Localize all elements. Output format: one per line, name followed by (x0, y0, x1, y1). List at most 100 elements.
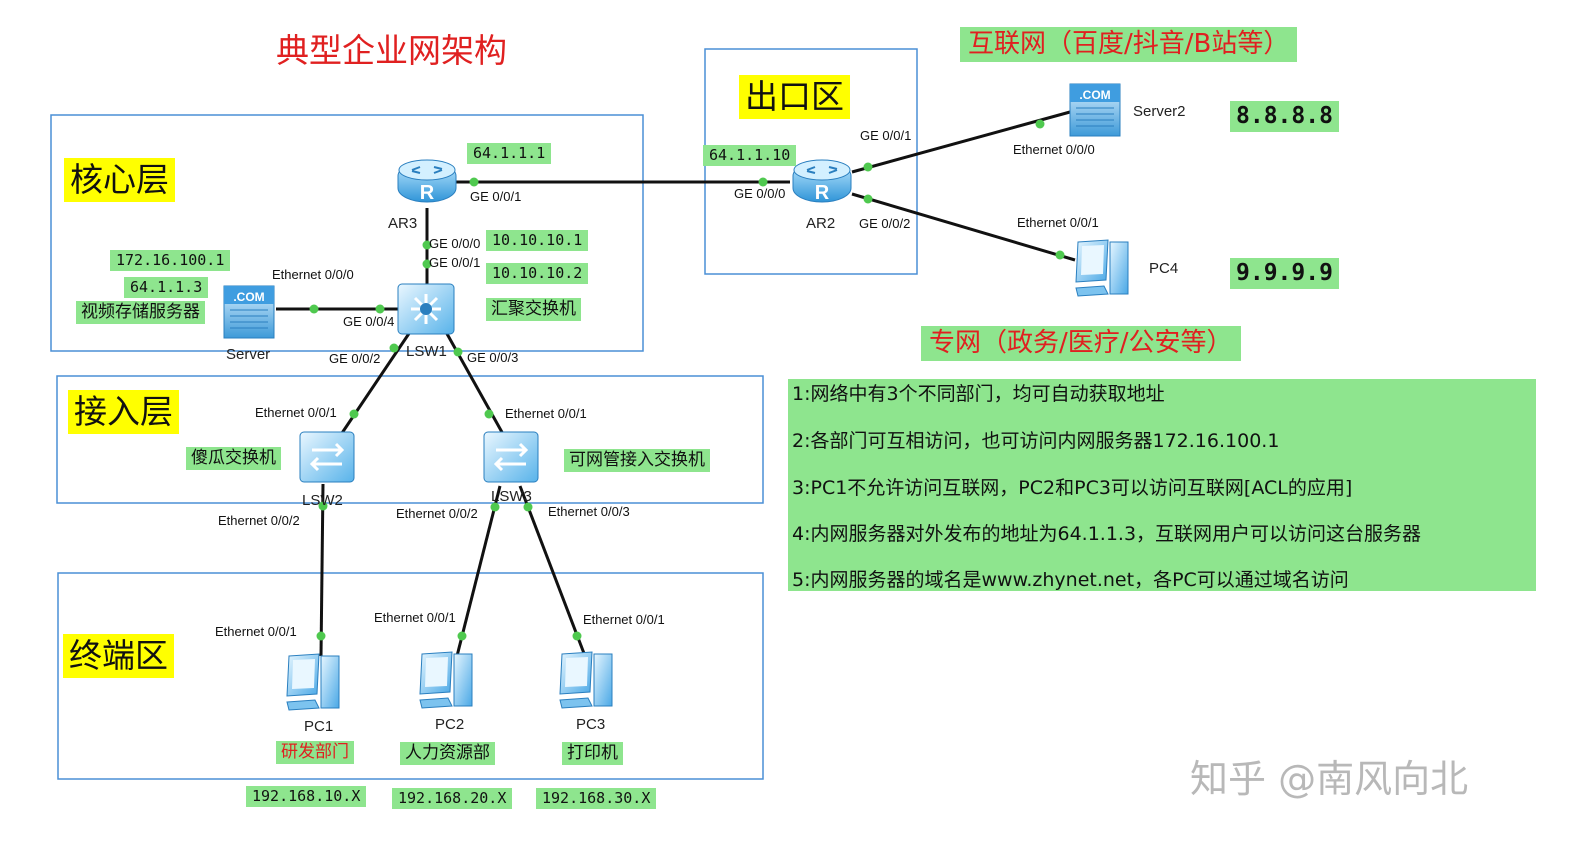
svg-text:R: R (420, 182, 435, 204)
layer-label-core: 核心层 (64, 158, 175, 203)
port-label: Ethernet 0/0/1 (374, 610, 456, 625)
port-dot (863, 194, 873, 204)
device-role-tag: 汇聚交换机 (486, 298, 581, 321)
dept-tag: 人力资源部 (400, 742, 495, 765)
terminal-zone-box (57, 572, 764, 780)
port-label: GE 0/0/0 (734, 186, 785, 201)
port-label: GE 0/0/0 (429, 236, 480, 251)
link-lsw3-pc2 (455, 485, 502, 657)
layer-label-terminal: 终端区 (63, 634, 174, 679)
port-dot (453, 347, 463, 357)
ip-tag: 64.1.1.10 (703, 145, 797, 166)
pc-icon[interactable] (419, 651, 473, 709)
access-switch-icon[interactable] (299, 431, 355, 483)
port-label: Ethernet 0/0/1 (255, 405, 337, 420)
server-icon[interactable]: .COM (223, 285, 275, 339)
port-label: GE 0/0/2 (859, 216, 910, 231)
port-dot (422, 259, 432, 269)
ip-tag: 64.1.1.3 (124, 277, 209, 298)
core-switch-icon[interactable] (397, 283, 455, 335)
port-dot (1055, 250, 1065, 260)
port-label: Ethernet 0/0/1 (1017, 215, 1099, 230)
port-label: Ethernet 0/0/1 (505, 406, 587, 421)
port-dot (349, 409, 359, 419)
port-label: Ethernet 0/0/2 (218, 513, 300, 528)
ip-tag: 10.10.10.2 (486, 263, 589, 284)
ip-tag: 9.9.9.9 (1230, 258, 1339, 289)
diagram-title: 典型企业网架构 (276, 31, 507, 70)
port-label: GE 0/0/1 (470, 189, 521, 204)
port-dot (484, 409, 494, 419)
pc-icon[interactable] (559, 651, 613, 709)
watermark: 知乎 @南风向北 (1190, 757, 1469, 801)
port-label: Ethernet 0/0/1 (583, 612, 665, 627)
port-dot (572, 631, 582, 641)
device-label-lsw2: LSW2 (302, 492, 343, 509)
device-label-lsw1: LSW1 (406, 343, 447, 360)
device-label-lsw3: LSW3 (491, 488, 532, 505)
port-label: Ethernet 0/0/1 (215, 624, 297, 639)
requirement-item: 2:各部门可互相访问，也可访问内网服务器172.16.100.1 (792, 430, 1280, 452)
port-dot (457, 631, 467, 641)
requirements-panel: 1:网络中有3个不同部门，均可自动获取地址 2:各部门可互相访问，也可访问内网服… (788, 379, 1536, 591)
requirement-item: 3:PC1不允许访问互联网，PC2和PC3可以访问互联网[ACL的应用] (792, 477, 1353, 499)
link-lsw1-lsw3 (444, 331, 505, 435)
port-label: GE 0/0/1 (860, 128, 911, 143)
device-role-tag: 视频存储服务器 (76, 301, 205, 324)
port-label: Ethernet 0/0/0 (272, 267, 354, 282)
link-lsw1-lsw2 (338, 331, 412, 437)
ip-tag: 64.1.1.1 (467, 143, 552, 164)
svg-text:R: R (815, 182, 830, 204)
link-lsw2-pc1 (319, 483, 325, 657)
port-dot (309, 304, 319, 314)
link-ar2-pc4 (851, 192, 1076, 262)
access-zone-box (56, 375, 764, 504)
port-label: GE 0/0/3 (467, 350, 518, 365)
port-dot (375, 304, 385, 314)
ip-tag: 8.8.8.8 (1230, 101, 1339, 132)
pc-icon[interactable] (286, 653, 340, 711)
device-label-server: Server (226, 346, 270, 363)
dept-tag: 研发部门 (276, 741, 354, 764)
port-label: Ethernet 0/0/2 (396, 506, 478, 521)
zone-label-internet: 互联网（百度/抖音/B站等） (960, 27, 1298, 62)
device-label-pc4: PC4 (1149, 260, 1178, 277)
subnet-tag: 192.168.30.X (536, 788, 657, 809)
device-label-ar2: AR2 (806, 215, 835, 232)
port-dot (863, 162, 873, 172)
port-label: Ethernet 0/0/0 (1013, 142, 1095, 157)
access-switch-icon[interactable] (483, 431, 539, 483)
requirement-item: 1:网络中有3个不同部门，均可自动获取地址 (792, 383, 1165, 405)
router-icon[interactable]: R (792, 159, 852, 204)
port-label: GE 0/0/1 (429, 255, 480, 270)
requirement-item: 5:内网服务器的域名是www.zhynet.net，各PC可以通过域名访问 (792, 569, 1349, 591)
device-label-pc1: PC1 (304, 718, 333, 735)
router-icon[interactable]: R (397, 159, 457, 204)
port-dot (389, 343, 399, 353)
layer-label-access: 接入层 (68, 390, 179, 435)
port-label: GE 0/0/4 (343, 314, 394, 329)
port-dot (523, 502, 533, 512)
port-dot (1035, 119, 1045, 129)
svg-text:.COM: .COM (233, 290, 264, 304)
device-role-tag: 傻瓜交换机 (186, 447, 281, 470)
requirement-item: 4:内网服务器对外发布的地址为64.1.1.3，互联网用户可以访问这台服务器 (792, 523, 1422, 545)
pc-icon[interactable] (1075, 239, 1129, 297)
device-label-pc3: PC3 (576, 716, 605, 733)
device-label-pc2: PC2 (435, 716, 464, 733)
layer-label-egress: 出口区 (739, 75, 850, 120)
dept-tag: 打印机 (562, 742, 623, 765)
port-dot (490, 502, 500, 512)
subnet-tag: 192.168.10.X (246, 786, 367, 807)
server-icon[interactable]: .COM (1069, 83, 1121, 137)
ip-tag: 10.10.10.1 (486, 230, 589, 251)
link-ar2-server2 (851, 110, 1071, 174)
device-role-tag: 可网管接入交换机 (564, 449, 710, 472)
ip-tag: 172.16.100.1 (110, 250, 231, 271)
subnet-tag: 192.168.20.X (392, 788, 513, 809)
port-label: Ethernet 0/0/3 (548, 504, 630, 519)
port-label: GE 0/0/2 (329, 351, 380, 366)
zone-label-private: 专网（政务/医疗/公安等） (921, 326, 1241, 361)
device-label-server2: Server2 (1133, 103, 1186, 120)
